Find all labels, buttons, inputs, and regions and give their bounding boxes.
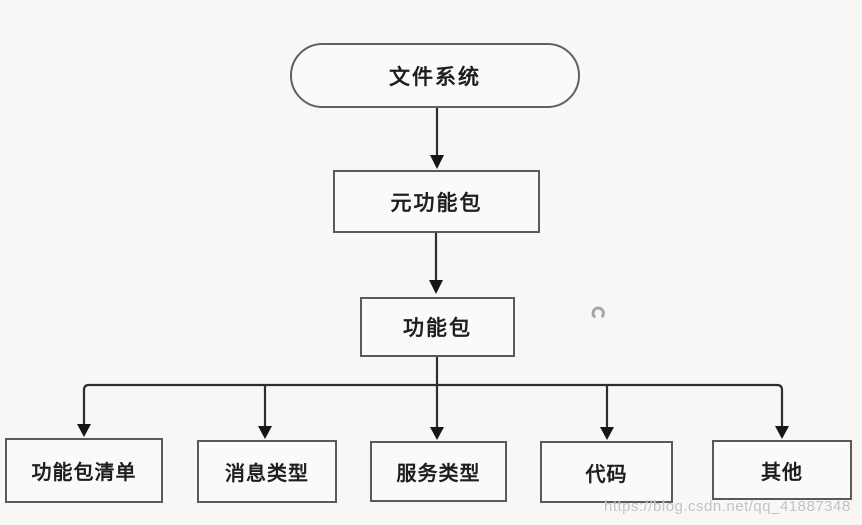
node-code: 代码 xyxy=(540,441,673,503)
node-package: 功能包 xyxy=(360,297,515,357)
arrow-down-icon xyxy=(430,155,444,169)
node-message-type: 消息类型 xyxy=(197,440,337,503)
node-label: 文件系统 xyxy=(389,65,481,89)
arrow-down-icon xyxy=(429,280,443,294)
branch-rail xyxy=(82,383,784,433)
node-label: 服务类型 xyxy=(396,463,481,485)
node-meta-package: 元功能包 xyxy=(333,170,540,233)
node-label: 其他 xyxy=(761,461,803,484)
node-service-type: 服务类型 xyxy=(370,441,507,502)
node-label: 功能包清单 xyxy=(31,462,137,484)
arrow-down-icon xyxy=(430,427,444,440)
arrow-down-icon xyxy=(775,426,789,439)
node-file-system: 文件系统 xyxy=(290,43,580,108)
node-label: 消息类型 xyxy=(225,463,309,485)
node-package-manifest: 功能包清单 xyxy=(5,438,163,503)
watermark-text: https://blog.csdn.net/qq_41887348 xyxy=(604,498,851,515)
node-label: 功能包 xyxy=(403,317,472,340)
node-label: 代码 xyxy=(585,463,628,486)
rotate-cursor-icon xyxy=(591,306,605,318)
node-label: 元功能包 xyxy=(390,191,483,215)
node-other: 其他 xyxy=(712,440,852,500)
arrow-down-icon xyxy=(600,427,614,440)
arrow-down-icon xyxy=(77,424,91,437)
arrow-down-icon xyxy=(258,426,272,439)
